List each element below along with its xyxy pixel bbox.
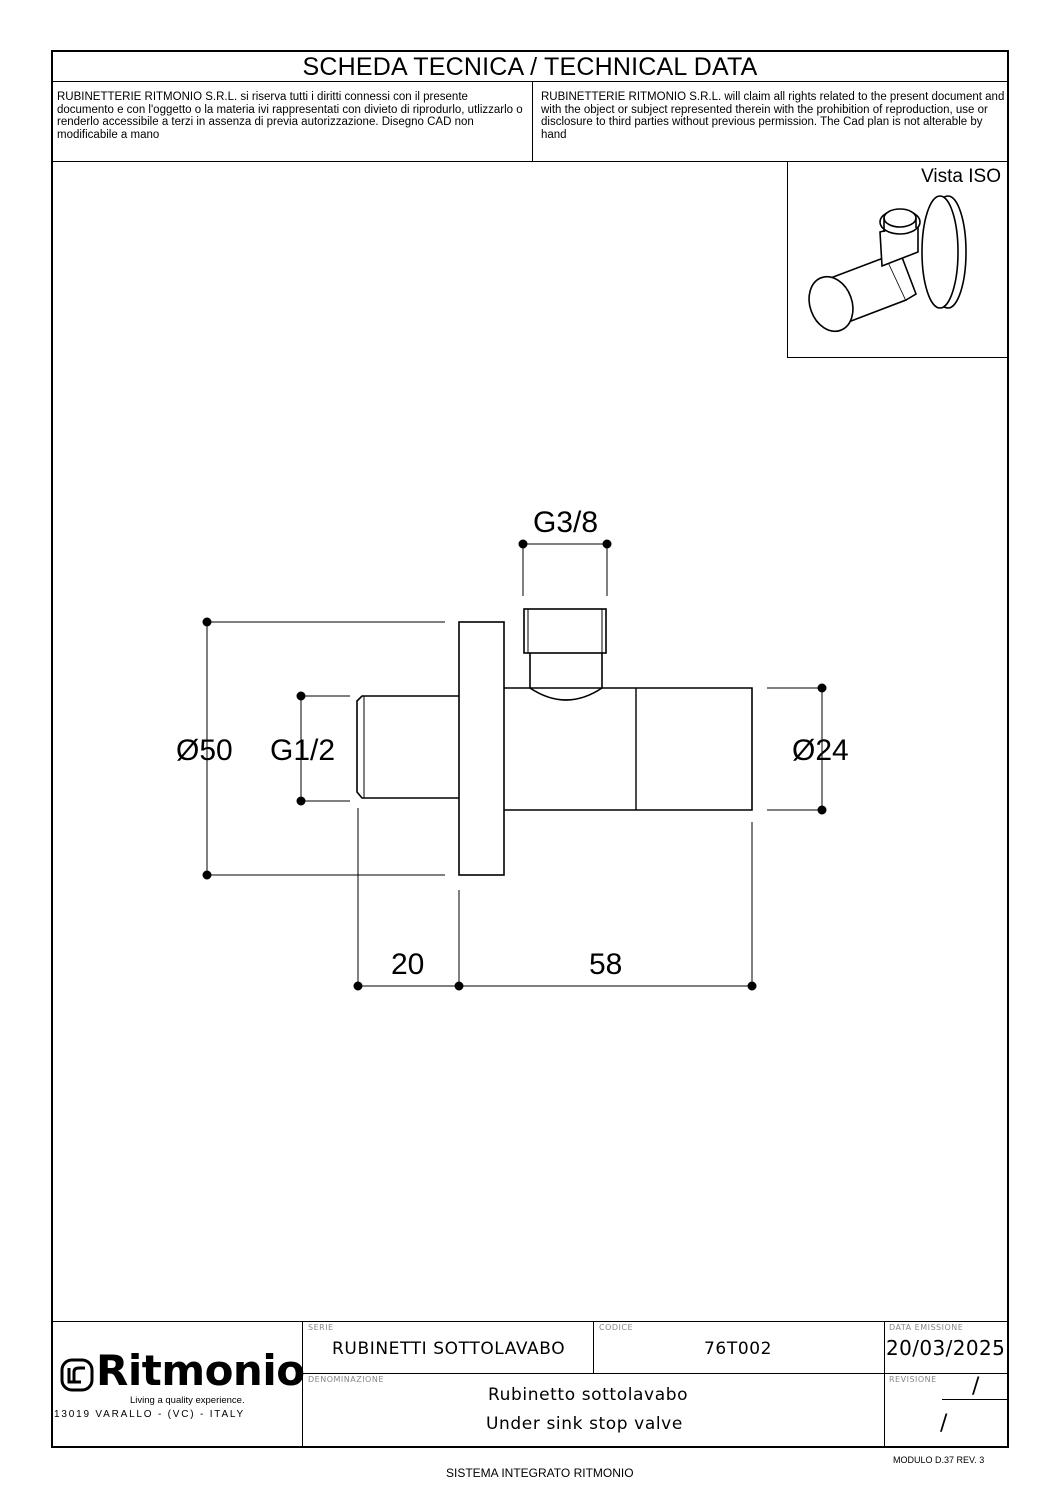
serie-caption: SERIE <box>308 1323 334 1332</box>
notice-italian: RUBINETTERIE RITMONIO S.R.L. si riserva … <box>57 91 523 141</box>
sistema-integrato: SISTEMA INTEGRATO RITMONIO <box>446 1466 634 1480</box>
data-emissione-caption: DATA EMISSIONE <box>889 1323 964 1332</box>
denominazione-italian: Rubinetto sottolavabo <box>488 1385 689 1405</box>
denominazione-caption: DENOMINAZIONE <box>308 1375 384 1384</box>
data-emissione-value: 20/03/2025 <box>886 1336 1006 1360</box>
modulo-revision: MODULO D.37 REV. 3 <box>893 1455 985 1465</box>
dim-body-length: 58 <box>589 948 622 981</box>
iso-view-box: Vista ISO <box>787 162 1009 358</box>
dim-body-diameter: Ø24 <box>792 734 849 767</box>
outlet-neck <box>529 653 603 701</box>
header-divider <box>51 81 1009 82</box>
inlet-thread <box>356 695 459 799</box>
title-block-mid-line <box>302 1373 1009 1374</box>
sheet-title: SCHEDA TECNICA / TECHNICAL DATA <box>302 53 758 81</box>
header-bottom-line <box>51 161 1009 162</box>
flange <box>458 621 505 876</box>
logo-tagline: Living a quality experience. <box>130 1395 245 1406</box>
iso-view-label: Vista ISO <box>921 166 1001 187</box>
drawing-frame <box>51 50 1009 1448</box>
title-block-divider-logo <box>302 1321 303 1448</box>
revisione-caption: REVISIONE <box>889 1375 937 1384</box>
codice-caption: CODICE <box>599 1323 634 1332</box>
denominazione-english: Under sink stop valve <box>486 1414 683 1434</box>
notice-english: RUBINETTERIE RITMONIO S.R.L. will claim … <box>541 91 1005 141</box>
title-block-top-line <box>51 1321 1009 1322</box>
logo-address: 13019 VARALLO - (VC) - ITALY <box>54 1409 246 1420</box>
logo-brand: Ritmonio <box>96 1346 305 1395</box>
ritmonio-mark-icon <box>60 1358 94 1392</box>
notice-divider <box>532 81 533 162</box>
title-block-divider-data <box>884 1321 885 1448</box>
dim-outlet-thread: G3/8 <box>533 506 598 539</box>
title-block-divider-codice <box>593 1321 594 1373</box>
revisione-value: / <box>972 1374 981 1399</box>
revisione-underline <box>942 1399 1008 1400</box>
revisione-value-2: / <box>940 1411 949 1436</box>
valve-body <box>504 687 753 811</box>
dim-flange-diameter: Ø50 <box>176 734 233 767</box>
serie-value: RUBINETTI SOTTOLAVABO <box>332 1339 566 1359</box>
outlet-nipple <box>523 608 607 654</box>
ritmonio-logo: Ritmonio Living a quality experience. 13… <box>54 1346 305 1444</box>
dim-thread-length: 20 <box>391 948 424 981</box>
iso-valve-illustration <box>808 195 967 333</box>
codice-value: 76T002 <box>704 1339 773 1359</box>
dim-inlet-thread: G1/2 <box>270 734 335 767</box>
